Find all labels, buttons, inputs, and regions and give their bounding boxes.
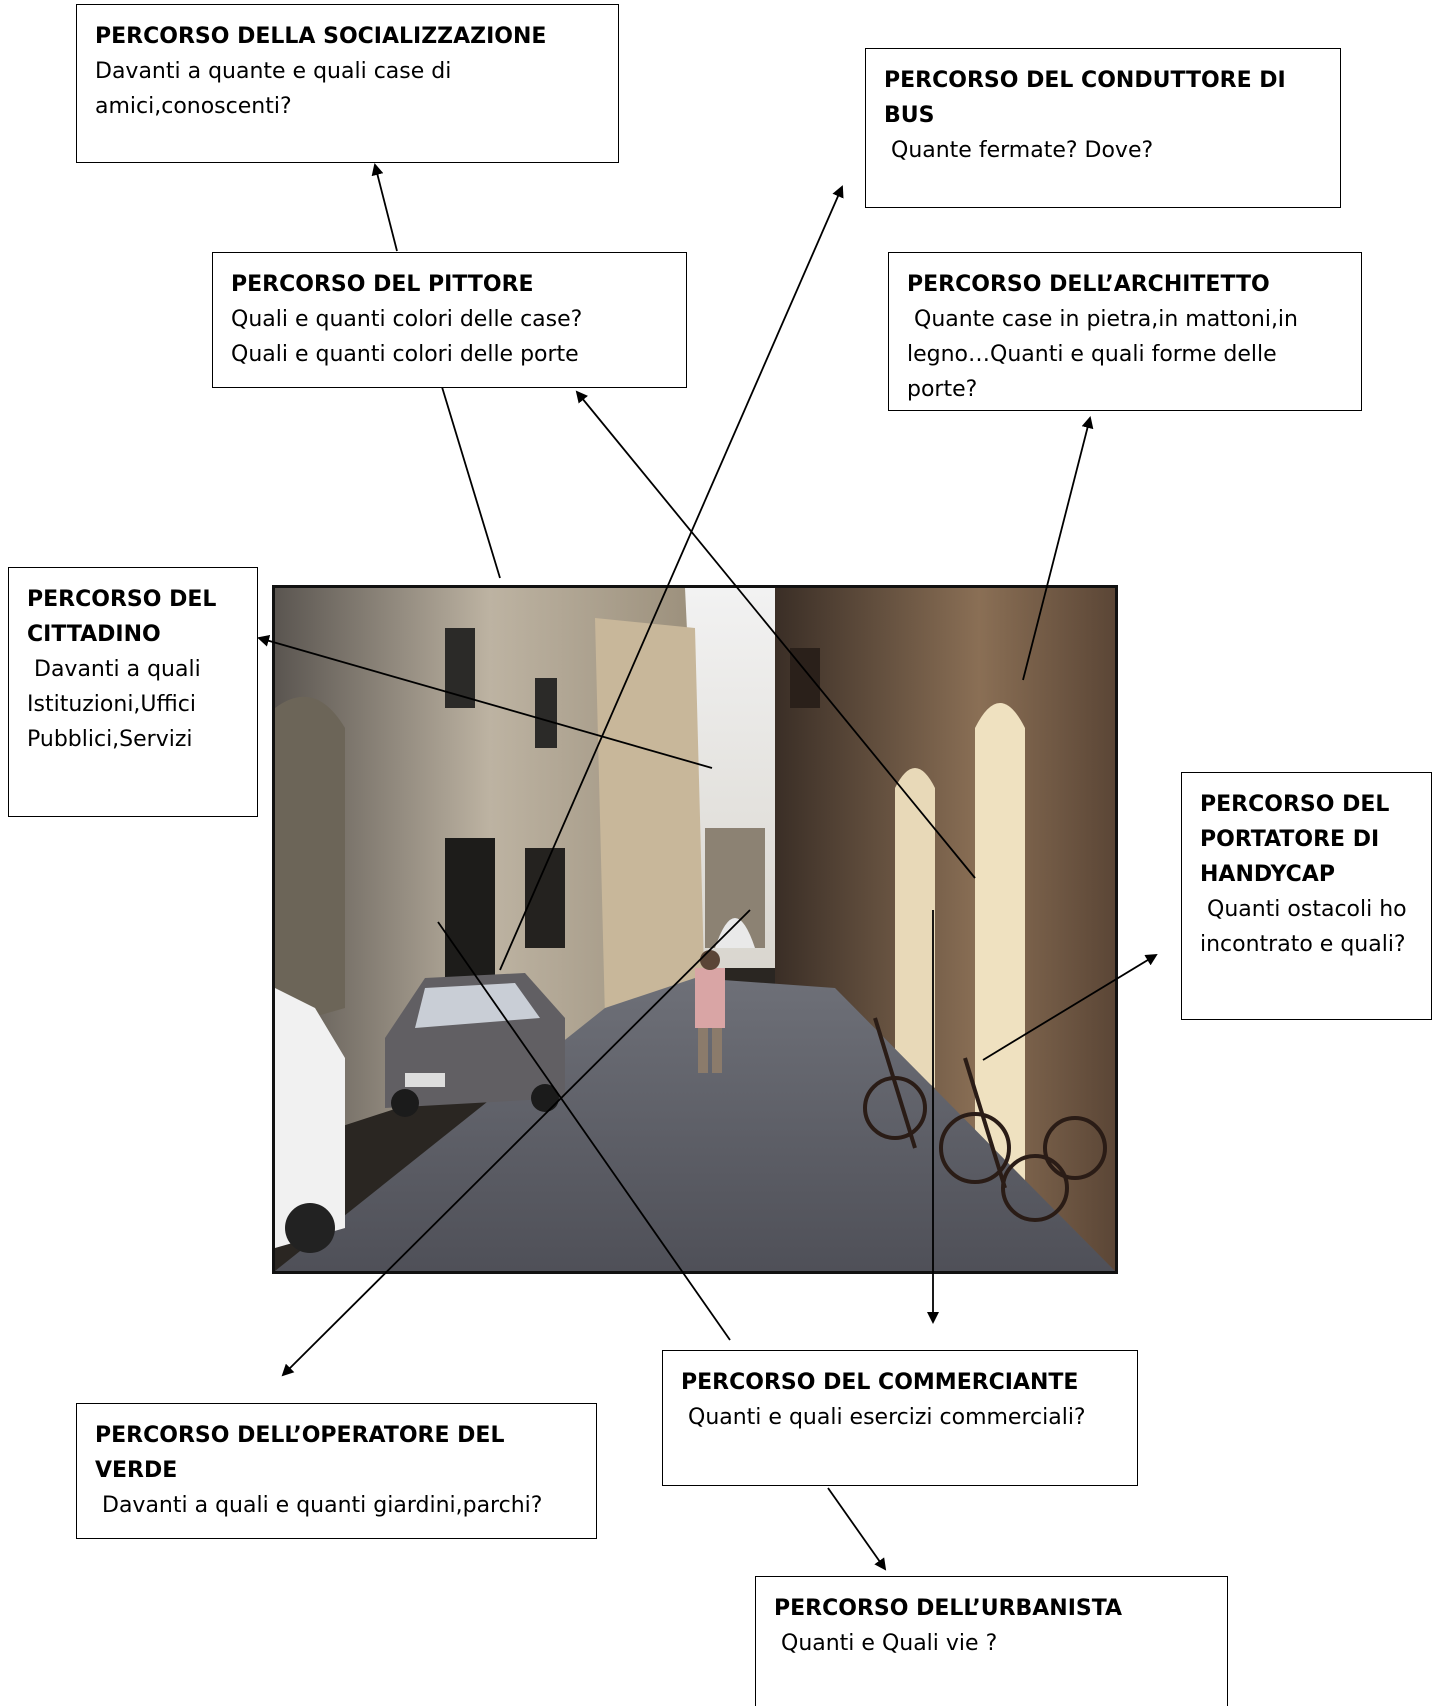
arrow-to-handycap	[982, 953, 1158, 1061]
arrow-to-cittadino	[257, 634, 713, 769]
box-title: PERCORSO DELLA SOCIALIZZAZIONE	[95, 24, 547, 49]
box-cittadino: PERCORSO DEL CITTADINO Davanti a quali I…	[8, 567, 258, 817]
arrow-to-urbanista	[827, 1487, 887, 1571]
box-title: PERCORSO DEL PITTORE	[231, 272, 534, 297]
box-description: Davanti a quante e quali case di amici,c…	[95, 59, 452, 119]
box-conduttore-bus: PERCORSO DEL CONDUTTORE DI BUS Quante fe…	[865, 48, 1341, 208]
box-title: PERCORSO DELL’URBANISTA	[774, 1596, 1123, 1621]
box-description: Quanti e Quali vie ?	[774, 1631, 998, 1656]
box-architetto: PERCORSO DELL’ARCHITETTO Quante case in …	[888, 252, 1362, 411]
box-commerciante: PERCORSO DEL COMMERCIANTE Quanti e quali…	[662, 1350, 1138, 1486]
box-title: PERCORSO DEL CITTADINO	[27, 587, 217, 647]
box-socializzazione: PERCORSO DELLA SOCIALIZZAZIONE Davanti a…	[76, 4, 619, 163]
box-description: Quante case in pietra,in mattoni,in legn…	[907, 307, 1305, 402]
arrow-to-operatore-verde	[281, 909, 751, 1377]
line-pittore-photo	[441, 386, 501, 579]
box-title: PERCORSO DELL’OPERATORE DEL VERDE	[95, 1423, 505, 1483]
box-operatore-verde: PERCORSO DELL’OPERATORE DEL VERDE Davant…	[76, 1403, 597, 1539]
street-scene-illustration	[275, 588, 1115, 1271]
box-title: PERCORSO DELL’ARCHITETTO	[907, 272, 1270, 297]
line-commerciante-photo	[437, 921, 731, 1341]
box-description: Davanti a quali Istituzioni,Uffici Pubbl…	[27, 657, 208, 752]
box-description: Quanti e quali esercizi commerciali?	[681, 1405, 1086, 1430]
arrow-to-socializzazione	[371, 163, 398, 252]
box-title: PERCORSO DEL COMMERCIANTE	[681, 1370, 1079, 1395]
box-description: Quante fermate? Dove?	[884, 138, 1154, 163]
box-pittore: PERCORSO DEL PITTORE Quali e quanti colo…	[212, 252, 687, 388]
street-photo	[272, 585, 1118, 1274]
box-description: Quali e quanti colori delle case? Quali …	[231, 307, 583, 367]
box-description: Quanti ostacoli ho incontrato e quali?	[1200, 897, 1414, 957]
arrow-to-pittore	[575, 390, 976, 879]
box-portatore-handycap: PERCORSO DEL PORTATORE DI HANDYCAP Quant…	[1181, 772, 1432, 1020]
arrow-to-architetto	[1022, 416, 1094, 681]
box-title: PERCORSO DEL PORTATORE DI HANDYCAP	[1200, 792, 1390, 887]
box-description: Davanti a quali e quanti giardini,parchi…	[95, 1493, 543, 1518]
arrow-to-conduttore	[499, 185, 844, 971]
box-title: PERCORSO DEL CONDUTTORE DI BUS	[884, 68, 1286, 128]
box-urbanista: PERCORSO DELL’URBANISTA Quanti e Quali v…	[755, 1576, 1228, 1706]
